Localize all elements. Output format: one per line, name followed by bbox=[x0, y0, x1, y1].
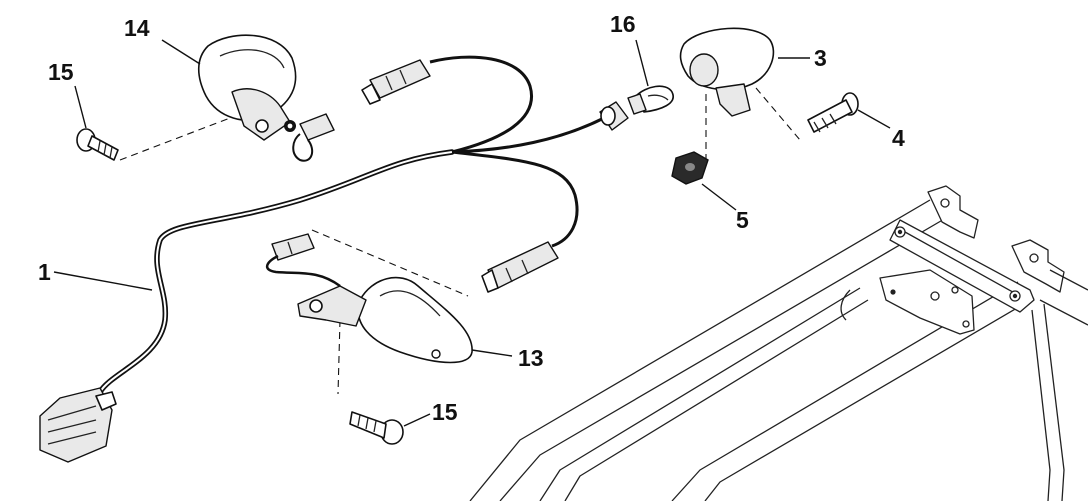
callout-numbers: 14 15 1 16 3 4 5 13 15 bbox=[38, 11, 905, 425]
frame-subframe bbox=[469, 185, 1088, 501]
callout-15-lower: 15 bbox=[432, 399, 458, 425]
indicator-3 bbox=[679, 27, 775, 117]
wiring-harness bbox=[39, 55, 605, 463]
callout-3: 3 bbox=[814, 45, 827, 71]
callout-15-upper: 15 bbox=[48, 59, 74, 85]
indicator-14 bbox=[197, 34, 297, 141]
screw-15-lower bbox=[349, 411, 404, 445]
connector-lower-left bbox=[266, 233, 341, 288]
indicator-13 bbox=[297, 276, 473, 364]
connector-lower-right bbox=[481, 241, 559, 293]
leader-lines bbox=[53, 39, 891, 427]
main-connector bbox=[39, 387, 117, 463]
callout-14: 14 bbox=[124, 15, 150, 41]
nut-5 bbox=[671, 151, 709, 185]
connector-upper bbox=[361, 59, 431, 105]
bolt-4 bbox=[807, 92, 859, 133]
callout-13: 13 bbox=[518, 345, 544, 371]
screw-15-upper bbox=[76, 128, 119, 161]
connector-14 bbox=[292, 113, 335, 162]
callout-5: 5 bbox=[736, 207, 749, 233]
bulb-16 bbox=[627, 85, 674, 115]
socket-16 bbox=[599, 101, 629, 131]
callout-4: 4 bbox=[892, 125, 905, 151]
callout-1: 1 bbox=[38, 259, 51, 285]
callout-16: 16 bbox=[610, 11, 636, 37]
